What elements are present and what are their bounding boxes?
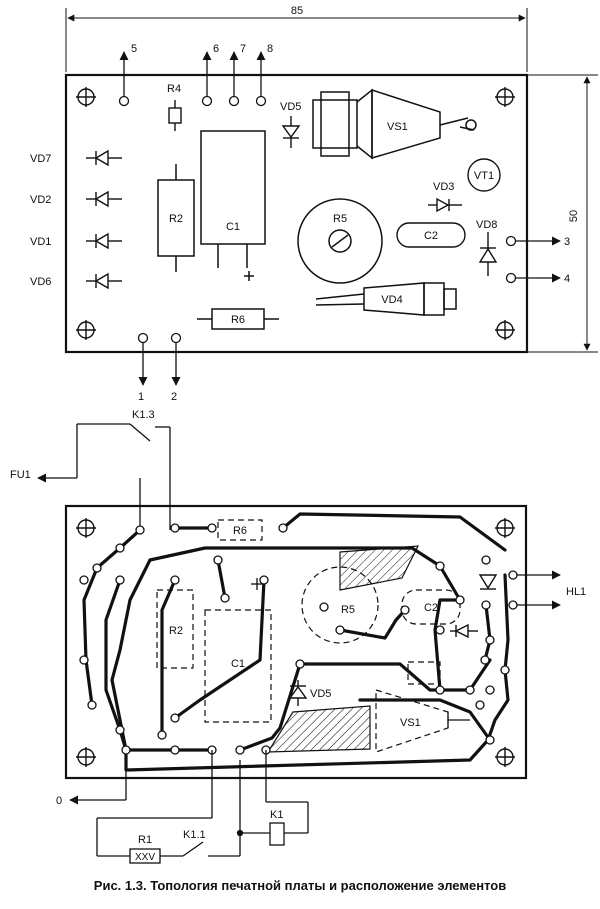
width-label: 85 <box>291 5 303 17</box>
copper-area-lower <box>266 705 371 753</box>
diode-vd1 <box>86 232 122 250</box>
c2-bottom-label: C2 <box>424 602 438 614</box>
diode-vd5 <box>281 116 301 148</box>
vd2-label: VD2 <box>30 194 51 206</box>
fu1-label: FU1 <box>10 469 31 481</box>
diode-vd2 <box>86 190 122 208</box>
vd1-label: VD1 <box>30 236 51 248</box>
resistor-r6 <box>197 308 279 330</box>
resistor-r4 <box>168 100 182 131</box>
c1-plus-mark <box>251 578 263 590</box>
diode-vd6 <box>86 272 122 290</box>
vt1-label: VT1 <box>474 170 494 182</box>
r2-label: R2 <box>169 213 183 225</box>
output-hl1 <box>517 570 561 610</box>
pin-3-label: 3 <box>564 236 570 248</box>
pin-1-label: 1 <box>138 391 144 403</box>
vd5-label: VD5 <box>280 101 301 113</box>
c2-label: C2 <box>424 230 438 242</box>
solder-pads <box>79 523 518 755</box>
k11-label: K1.1 <box>183 829 206 841</box>
pin-2-label: 2 <box>171 391 177 403</box>
figure-caption: Рис. 1.3. Топология печатной платы и рас… <box>93 878 507 893</box>
dimension-width <box>65 8 528 72</box>
diode-vd3 <box>428 197 462 213</box>
top-board-outline <box>64 73 529 354</box>
vd8-label: VD8 <box>476 219 497 231</box>
bottom-board-outline <box>64 504 528 780</box>
vd4-label: VD4 <box>381 294 402 306</box>
mounting-holes-top <box>76 87 515 340</box>
diode-vd3-bottom <box>450 623 478 639</box>
vs1-label: VS1 <box>387 121 408 133</box>
hl1-label: HL1 <box>566 586 586 598</box>
transistor-vt1 <box>467 158 501 192</box>
r6-label: R6 <box>231 314 245 326</box>
potentiometer-r5 <box>297 198 383 284</box>
terminals-top <box>118 51 561 386</box>
k13-label: K1.3 <box>132 409 155 421</box>
top-board: 85 50 5 6 7 8 3 <box>30 5 598 403</box>
r5-label: R5 <box>333 213 347 225</box>
zero-label: 0 <box>56 795 62 807</box>
bottom-board: K1.3 FU1 <box>10 409 586 864</box>
vd3-label: VD3 <box>433 181 454 193</box>
external-circuit <box>96 750 309 864</box>
resistor-r2 <box>157 164 195 272</box>
contact-k13 <box>37 423 171 530</box>
pin-5-label: 5 <box>131 43 137 55</box>
pin-4-label: 4 <box>564 273 570 285</box>
r6-bottom-label: R6 <box>233 525 247 537</box>
r1-value: XXV <box>135 852 155 863</box>
thyristor-vs1 <box>312 88 477 160</box>
output-zero <box>69 770 127 805</box>
capacitor-c2 <box>396 222 466 248</box>
copper-area-upper <box>339 545 420 591</box>
pin-7-label: 7 <box>240 43 246 55</box>
k1-label: K1 <box>270 809 283 821</box>
mounting-holes-bottom <box>76 518 515 767</box>
pin-6-label: 6 <box>213 43 219 55</box>
c1-label: C1 <box>226 221 240 233</box>
r4-label: R4 <box>167 83 181 95</box>
dimension-height <box>527 74 598 353</box>
vd5-bottom-label: VD5 <box>310 688 331 700</box>
pin-8-label: 8 <box>267 43 273 55</box>
vs1-gate-bottom <box>447 712 470 728</box>
diode-vd4 <box>315 282 457 316</box>
vs1-bottom-label: VS1 <box>400 717 421 729</box>
capacitor-c1 <box>200 130 266 281</box>
vd7-label: VD7 <box>30 153 51 165</box>
vd6-label: VD6 <box>30 276 51 288</box>
r1-label: R1 <box>138 834 152 846</box>
height-label: 50 <box>568 210 580 222</box>
diode-vd7 <box>86 149 122 167</box>
diode-vd5-bottom <box>288 680 308 706</box>
r5-bottom-label: R5 <box>341 604 355 616</box>
r2-bottom-label: R2 <box>169 625 183 637</box>
diode-vd8 <box>478 232 498 276</box>
diode-hl1-bottom <box>478 574 498 590</box>
c1-bottom-label: C1 <box>231 658 245 670</box>
